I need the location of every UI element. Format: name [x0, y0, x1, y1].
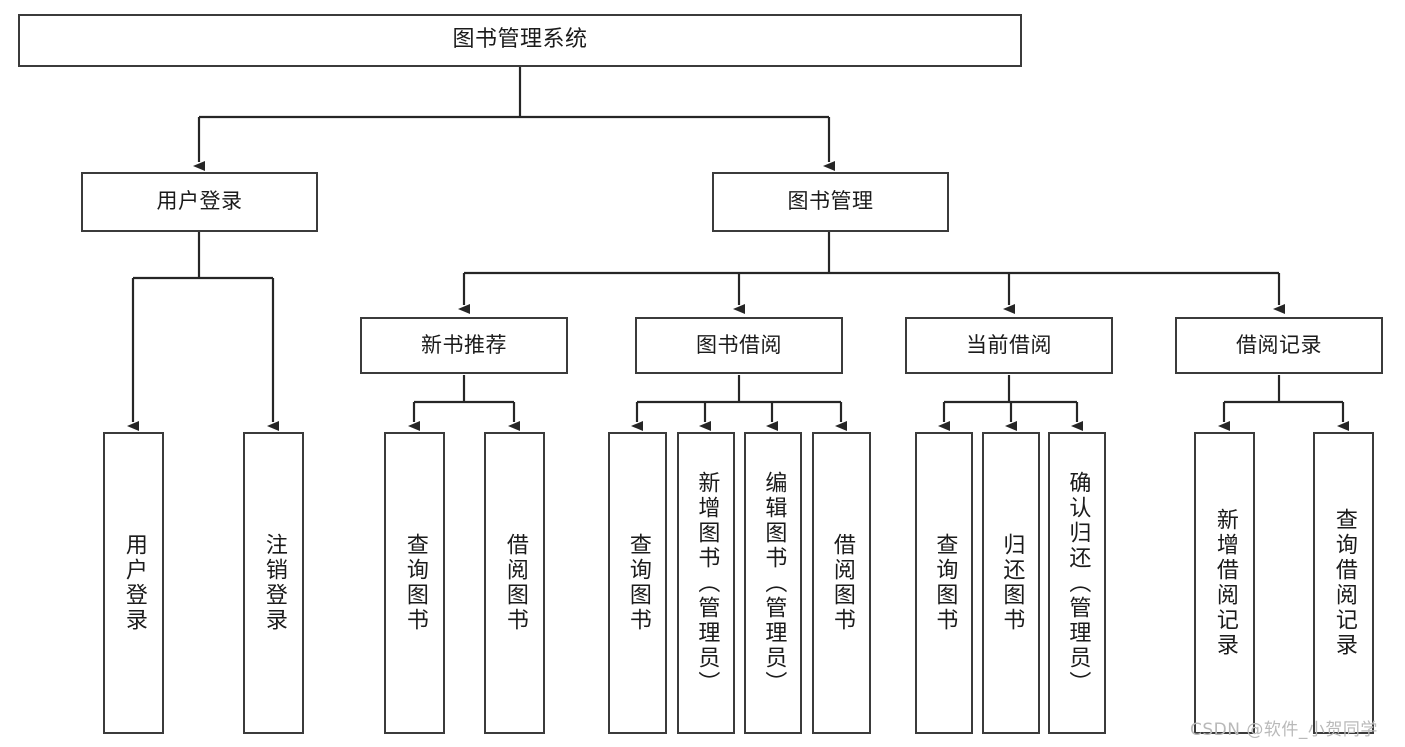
node-label: 用户登录 — [156, 189, 243, 214]
node-label: 借阅图书 — [502, 533, 528, 633]
node-borrowing-record[interactable]: 借阅记录 — [1175, 317, 1383, 374]
leaf-query-borrow-record[interactable]: 查询借阅记录 — [1313, 432, 1374, 734]
leaf-return-book[interactable]: 归还图书 — [982, 432, 1040, 734]
leaf-edit-book-admin[interactable]: 编辑图书（管理员） — [744, 432, 802, 734]
node-label: 查询图书 — [402, 533, 428, 633]
node-label: 查询图书 — [932, 533, 958, 633]
node-label: 注销登录 — [261, 533, 287, 633]
node-label: 编辑图书（管理员） — [761, 470, 787, 696]
leaf-confirm-return-admin[interactable]: 确认归还（管理员） — [1048, 432, 1106, 734]
node-label: 当前借阅 — [966, 332, 1052, 357]
node-label: 图书借阅 — [696, 332, 782, 357]
leaf-user-login[interactable]: 用户登录 — [103, 432, 164, 734]
node-book-borrowing[interactable]: 图书借阅 — [635, 317, 843, 374]
leaf-borrow-book-recommend[interactable]: 借阅图书 — [484, 432, 545, 734]
leaf-query-book-current[interactable]: 查询图书 — [915, 432, 973, 734]
leaf-query-book-recommend[interactable]: 查询图书 — [384, 432, 445, 734]
node-label: 用户登录 — [121, 533, 147, 633]
node-new-book-recommendation[interactable]: 新书推荐 — [360, 317, 568, 374]
leaf-query-book-borrow[interactable]: 查询图书 — [608, 432, 667, 734]
node-current-borrowing[interactable]: 当前借阅 — [905, 317, 1113, 374]
node-user-login[interactable]: 用户登录 — [81, 172, 318, 232]
node-book-management[interactable]: 图书管理 — [712, 172, 949, 232]
node-label: 借阅记录 — [1236, 332, 1322, 357]
node-label: 图书管理 — [787, 189, 874, 214]
leaf-borrow-book[interactable]: 借阅图书 — [812, 432, 871, 734]
leaf-add-borrow-record[interactable]: 新增借阅记录 — [1194, 432, 1255, 734]
csdn-watermark: CSDN @软件_小贺同学 — [1190, 720, 1378, 740]
node-label: 查询借阅记录 — [1331, 508, 1357, 658]
node-label: 查询图书 — [625, 533, 651, 633]
node-root-library-management-system[interactable]: 图书管理系统 — [18, 14, 1022, 67]
node-label: 新增图书（管理员） — [694, 470, 720, 696]
node-label: 借阅图书 — [829, 533, 855, 633]
node-label: 图书管理系统 — [452, 27, 588, 53]
node-label: 新书推荐 — [421, 332, 507, 357]
node-label: 确认归还（管理员） — [1065, 470, 1091, 696]
node-label: 新增借阅记录 — [1212, 508, 1238, 658]
leaf-logout[interactable]: 注销登录 — [243, 432, 304, 734]
node-label: 归还图书 — [999, 533, 1025, 633]
leaf-add-book-admin[interactable]: 新增图书（管理员） — [677, 432, 735, 734]
